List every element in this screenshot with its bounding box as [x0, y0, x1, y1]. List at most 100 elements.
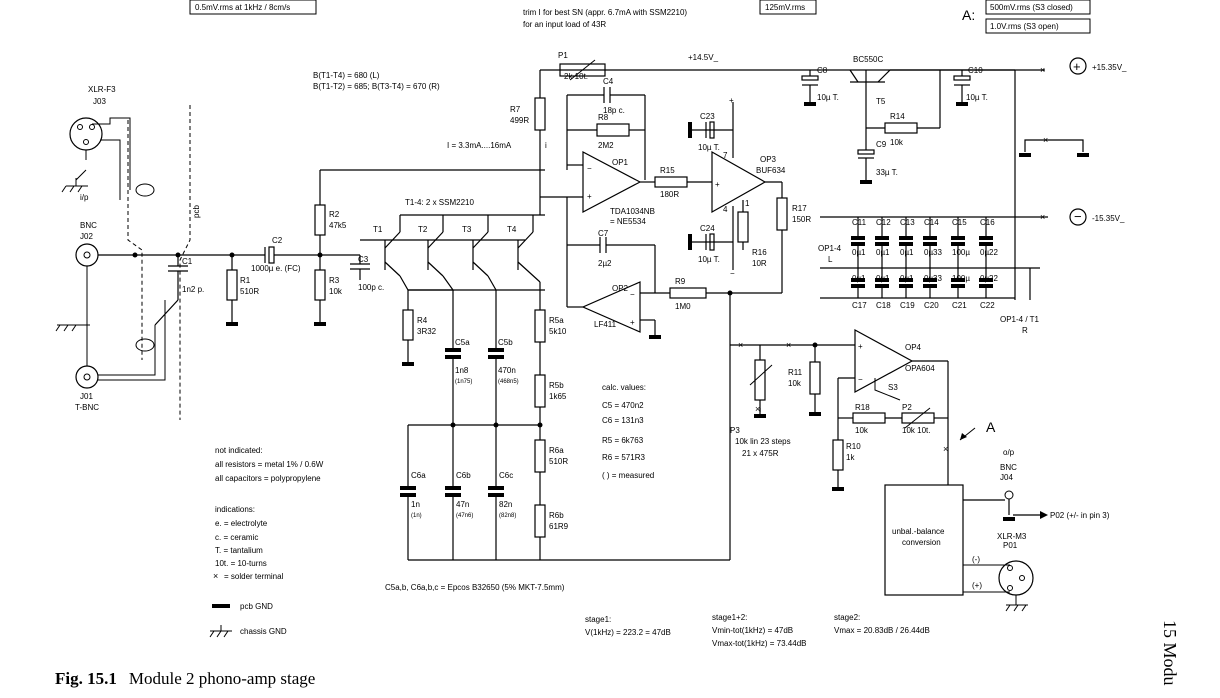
r8-label: R8: [598, 113, 609, 122]
s3-label: S3: [888, 383, 898, 392]
bnc2-label: BNC: [1000, 463, 1017, 472]
r18-resistor: [852, 412, 886, 424]
c8-capacitor: [801, 75, 819, 81]
xlr-m3-connector: [998, 560, 1034, 596]
j01-label: J01: [80, 392, 93, 401]
cap-label-bottom: C18: [876, 301, 891, 310]
stage12-max: Vmax-tot(1kHz) = 73.44dB: [712, 639, 806, 648]
svg-text:×: ×: [943, 444, 948, 454]
cap-label-bottom: C22: [980, 301, 995, 310]
indication-e: e. = electrolyte: [215, 519, 268, 528]
r2-value: 47k5: [329, 221, 347, 230]
cap-value-bottom: 100µ: [952, 274, 970, 283]
cap-label-bottom: C17: [852, 301, 867, 310]
ip-label: i/p: [80, 193, 89, 202]
r6a-value: 510R: [549, 457, 568, 466]
c5b-measured: (468n5): [498, 379, 519, 385]
op14-l-label: OP1-4: [818, 244, 842, 253]
op2-opamp: [581, 281, 641, 333]
decoupling-capacitor-bank: C110µ10µ1C17C120µ10µ1C18C130µ10µ1C19C140…: [851, 217, 999, 310]
svg-text:−: −: [587, 164, 592, 173]
svg-text:+: +: [715, 180, 720, 189]
junction: [132, 252, 138, 258]
r14-value: 10k: [890, 138, 904, 147]
r4-resistor: [402, 309, 414, 341]
r1-value: 510R: [240, 287, 259, 296]
input-level-label: 0.5mV.rms at 1kHz / 8cm/s: [195, 3, 290, 12]
p3-potentiometer: [754, 359, 766, 401]
r4-value: 3R32: [417, 327, 437, 336]
t3-transistor: [472, 215, 489, 277]
calc-title: calc. values:: [602, 383, 646, 392]
svg-text:7: 7: [723, 151, 728, 160]
calc-measured: ( ) = measured: [602, 471, 654, 480]
mid-level-box: [759, 0, 817, 15]
s3-switch: [874, 378, 901, 401]
op2-type: LF411: [594, 320, 617, 329]
r15-value: 180R: [660, 190, 679, 199]
p2-value: 10k 10t.: [902, 426, 930, 435]
p3-steps: 21 x 475R: [742, 449, 779, 458]
r11-value: 10k: [788, 379, 802, 388]
cap-value-bottom: 0µ33: [924, 274, 943, 283]
op4-type: OPA604: [905, 364, 935, 373]
trim-note-2: for an input load of 43R: [523, 20, 606, 29]
r10-value: 1k: [846, 453, 855, 462]
svg-text:−: −: [730, 269, 735, 278]
c6b-value: 47n: [456, 500, 469, 509]
r10-resistor: [832, 439, 844, 471]
stage12-title: stage1+2:: [712, 613, 747, 622]
r15-label: R15: [660, 166, 675, 175]
bnc-j02-connector: [75, 243, 99, 267]
level-box-s3-open: [985, 18, 1091, 34]
r15-resistor: [654, 176, 688, 188]
indication-10t: 10t. = 10-turns: [215, 559, 267, 568]
a-level-label: A:: [962, 7, 975, 23]
t2-label: T2: [418, 225, 428, 234]
bal-label-2: conversion: [902, 538, 941, 547]
r1-resistor: [226, 269, 238, 301]
c9-value: 33µ T.: [876, 168, 898, 177]
r6b-resistor: [534, 504, 546, 538]
cap-label-bottom: C19: [900, 301, 915, 310]
bal-label: unbal.-balance: [892, 527, 945, 536]
bnc-j01-connector: [75, 365, 99, 389]
supply-145-label: +14.5V_: [688, 53, 719, 62]
bc550c-label: BC550C: [853, 55, 883, 64]
c6c-label: C6c: [499, 471, 513, 480]
svg-text:×: ×: [755, 404, 760, 414]
c7-value: 2µ2: [598, 259, 612, 268]
xlr-m3-label: XLR-M3: [997, 532, 1027, 541]
j03-label: J03: [93, 97, 106, 106]
c4-label: C4: [603, 77, 614, 86]
op-label: o/p: [1003, 448, 1015, 457]
p3-value: 10k lin 23 steps: [735, 437, 791, 446]
svg-text:×: ×: [738, 340, 743, 350]
r5b-resistor: [534, 374, 546, 408]
c24-label: C24: [700, 224, 715, 233]
calc-r5: R5 = 6k763: [602, 436, 644, 445]
cap-value-top: 0µ22: [980, 248, 999, 257]
r5a-value: 5k10: [549, 327, 567, 336]
figure-title: Module 2 phono-amp stage: [128, 669, 316, 688]
solder-terminal: ×: [1040, 65, 1045, 75]
cap-value-bottom: 0µ1: [900, 274, 914, 283]
cap-value-top: 0µ1: [852, 248, 866, 257]
c6a-label: C6a: [411, 471, 426, 480]
stage12-min: Vmin-tot(1kHz) = 47dB: [712, 626, 793, 635]
r4-label: R4: [417, 316, 428, 325]
tbnc-label: T-BNC: [75, 403, 99, 412]
t4-transistor: [517, 215, 541, 283]
r7-resistor: [534, 97, 546, 131]
op14-l-side: L: [828, 255, 833, 264]
svg-text:×: ×: [1040, 212, 1045, 222]
c6a-value: 1n: [411, 500, 420, 509]
svg-text:−: −: [1074, 209, 1082, 224]
p3-label: P3: [730, 426, 740, 435]
c10-capacitor: [953, 75, 971, 81]
bnc-j04-connector: [1004, 490, 1014, 500]
cap-value-top: 100µ: [952, 248, 970, 257]
c2-value: 1000µ e. (FC): [251, 264, 301, 273]
p1-label: P1: [558, 51, 568, 60]
c5b-label: C5b: [498, 338, 513, 347]
